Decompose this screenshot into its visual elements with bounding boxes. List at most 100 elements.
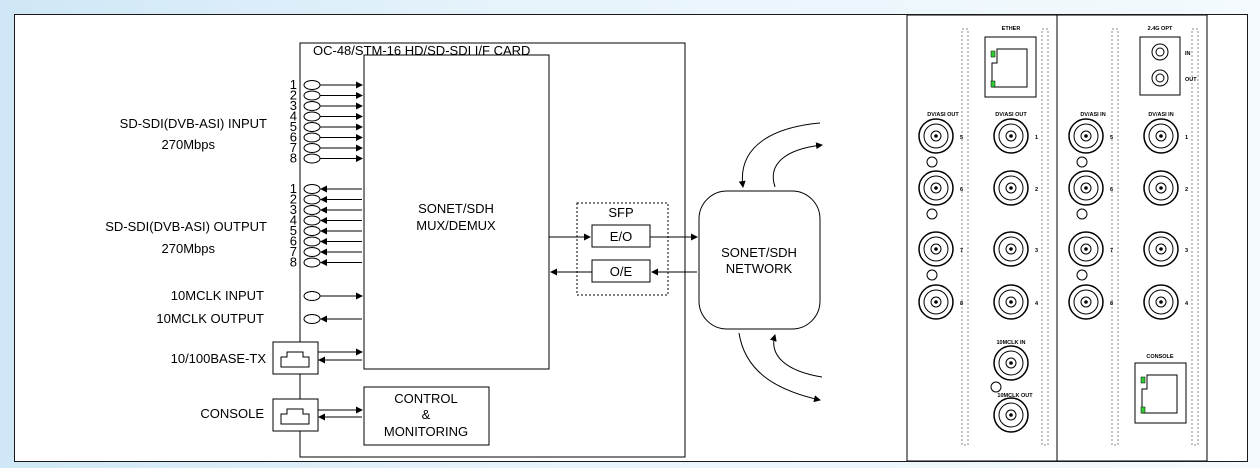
control-label-2: & — [422, 407, 431, 422]
bnc-connectors: 5 6 7 8 1 2 3 4 5 6 7 8 1 2 3 4 — [918, 118, 1189, 433]
bnc-connector: 3 — [1143, 231, 1188, 267]
bnc-connector: 4 — [993, 284, 1039, 320]
bnc-connector: 8 — [1068, 284, 1113, 320]
panel-led — [1076, 208, 1088, 220]
port-number-out-5: 5 — [290, 223, 297, 238]
eo-label: E/O — [610, 229, 632, 244]
panel-ether-label: ETHER — [1002, 26, 1021, 32]
port-in-8 — [303, 153, 321, 164]
port-number-in-2: 2 — [290, 88, 297, 103]
port-in-7 — [303, 143, 321, 153]
bnc-number: 1 — [1035, 135, 1038, 141]
oe-box — [591, 259, 651, 283]
control-label-3: MONITORING — [384, 424, 468, 439]
clk-in-label: 10MCLK INPUT — [171, 288, 264, 303]
bnc-number: 3 — [1035, 248, 1038, 254]
sfp-label: SFP — [608, 205, 633, 220]
bnc-number: 8 — [1110, 301, 1113, 307]
bnc-number: 7 — [1110, 248, 1113, 254]
port-in-3 — [303, 101, 321, 111]
dvb-in-label-1: DV/ASI IN — [1080, 112, 1105, 118]
bnc-connector: 2 — [993, 170, 1038, 206]
ethernet-connector — [272, 341, 319, 375]
panel-led — [1076, 269, 1088, 281]
port-number-in-6: 6 — [290, 130, 297, 145]
bnc-connector: 5 — [918, 118, 963, 168]
port-out-3 — [303, 205, 321, 215]
port-number-out-3: 3 — [290, 202, 297, 217]
port-number-in-7: 7 — [290, 140, 297, 155]
bnc-number: 1 — [1185, 135, 1188, 141]
bnc-number: 7 — [960, 248, 963, 254]
dvb-out-label-2: DV/ASI OUT — [995, 112, 1027, 118]
port-out-1 — [303, 184, 321, 194]
bnc-number: 8 — [960, 301, 963, 307]
mux-demux-box — [363, 54, 550, 370]
network-label-1: SONET/SDH — [721, 245, 797, 260]
port-in-5 — [303, 122, 321, 132]
port-number-out-6: 6 — [290, 234, 297, 249]
rj45-console-icon — [280, 408, 310, 425]
mux-label-1: SONET/SDH — [418, 201, 494, 216]
port-number-in-1: 1 — [290, 77, 297, 92]
bnc-connector: 4 — [1143, 284, 1189, 320]
output-rate: 270Mbps — [162, 241, 216, 256]
bnc-number: 2 — [1185, 187, 1188, 193]
clk-in-panel-label: 10MCLK IN — [996, 340, 1025, 346]
bnc-connector: 1 — [993, 118, 1038, 154]
block-diagram: OC-48/STM-16 HD/SD-SDI I/F CARD SONET/SD… — [105, 15, 1208, 461]
bnc-connector: 2 — [1143, 170, 1188, 206]
port-number-in-3: 3 — [290, 98, 297, 113]
dvb-out-label-1: DV/ASI OUT — [927, 112, 959, 118]
port-number-out-8: 8 — [290, 255, 297, 270]
panel-led — [926, 269, 938, 281]
panel-led — [926, 208, 938, 220]
oe-label: O/E — [610, 264, 633, 279]
port-in-1 — [303, 80, 321, 90]
clk-bnc-connector — [993, 345, 1029, 381]
port-number-out-4: 4 — [290, 213, 297, 228]
input-rate: 270Mbps — [162, 137, 216, 152]
opt-out-label: OUT — [1185, 77, 1197, 83]
panel-led — [1076, 156, 1088, 168]
ether-jack — [984, 36, 1037, 98]
control-label-1: CONTROL — [394, 391, 458, 406]
network-label-2: NETWORK — [726, 261, 793, 276]
control-monitoring-box — [363, 386, 490, 446]
rj45-icon — [280, 351, 310, 368]
port-number-in-5: 5 — [290, 119, 297, 134]
bnc-number: 4 — [1185, 301, 1189, 307]
bnc-connector: 6 — [1068, 170, 1113, 220]
panel-opt-label: 2.4G OPT — [1148, 26, 1173, 32]
console-jack — [1134, 362, 1187, 424]
bnc-connector: 5 — [1068, 118, 1113, 168]
console-label: CONSOLE — [200, 406, 264, 421]
dvb-in-label-2: DV/ASI IN — [1148, 112, 1173, 118]
bnc-connector: 3 — [993, 231, 1038, 267]
block-diagram-frame: OC-48/STM-16 HD/SD-SDI I/F CARD SONET/SD… — [14, 14, 1248, 462]
bnc-number: 5 — [1110, 135, 1113, 141]
port-out-8 — [303, 257, 321, 268]
bnc-number: 6 — [960, 187, 963, 193]
bnc-connector: 6 — [918, 170, 963, 220]
port-out-4 — [303, 215, 321, 226]
port-in-2 — [303, 90, 321, 101]
clk-out-led — [990, 381, 1002, 393]
bnc-number: 4 — [1035, 301, 1039, 307]
bnc-connector: 7 — [1068, 231, 1113, 281]
port-number-in-4: 4 — [290, 109, 297, 124]
port-in-4 — [303, 111, 321, 122]
bnc-connector: 1 — [1143, 118, 1188, 154]
port-in-6 — [303, 132, 321, 143]
port-number-in-8: 8 — [290, 151, 297, 166]
mux-label-2: MUX/DEMUX — [416, 218, 496, 233]
clk-in-port — [303, 291, 321, 301]
bnc-number: 6 — [1110, 187, 1113, 193]
clk-out-port — [303, 314, 321, 324]
bnc-connector: 8 — [918, 284, 963, 320]
port-out-2 — [303, 194, 321, 205]
clk-out-label: 10MCLK OUTPUT — [156, 311, 264, 326]
port-number-out-1: 1 — [290, 181, 297, 196]
